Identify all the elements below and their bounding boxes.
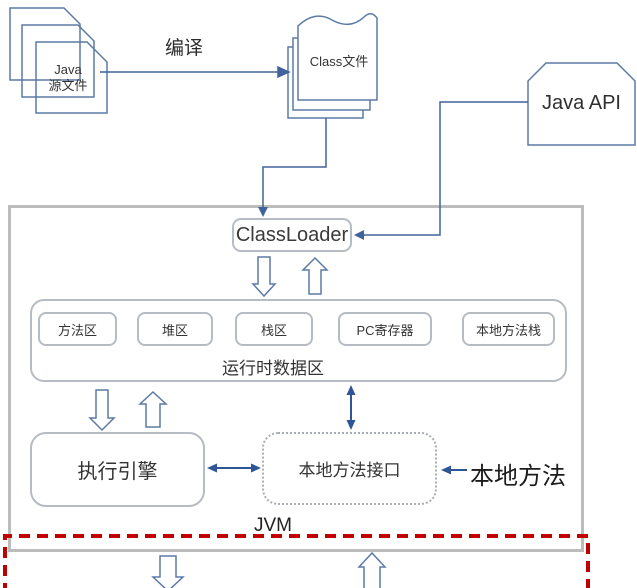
java-source-label-line2: 源文件 [48,78,88,93]
native-method-label: 本地方法 [470,463,566,490]
jvm-label: JVM [254,515,292,536]
execution-engine-label: 执行引擎 [77,461,158,483]
region-method-area: 方法区 [38,312,117,346]
java-api-label: Java API [542,92,621,114]
runtime-data-area-title: 运行时数据区 [222,359,324,378]
region-native-stack: 本地方法栈 [462,312,555,346]
native-interface-label: 本地方法接口 [298,461,401,480]
java-source-label-line1: Java [54,62,82,77]
compile-label: 编译 [165,38,204,59]
region-pc-register: PC寄存器 [338,312,432,346]
class-file-label: Class文件 [309,54,369,69]
connector-compile [100,65,291,79]
execution-engine-box: 执行引擎 [30,432,205,507]
block-arrows-bottom [151,551,387,588]
classloader-box: ClassLoader [232,218,352,252]
region-stack: 栈区 [235,312,313,346]
java-source-files-shape [9,7,108,114]
classloader-label: ClassLoader [235,223,349,246]
region-heap: 堆区 [137,312,213,346]
java-source-label: Java 源文件 [38,62,98,94]
native-interface-box: 本地方法接口 [262,432,437,505]
connector-class-to-loader [258,118,327,217]
